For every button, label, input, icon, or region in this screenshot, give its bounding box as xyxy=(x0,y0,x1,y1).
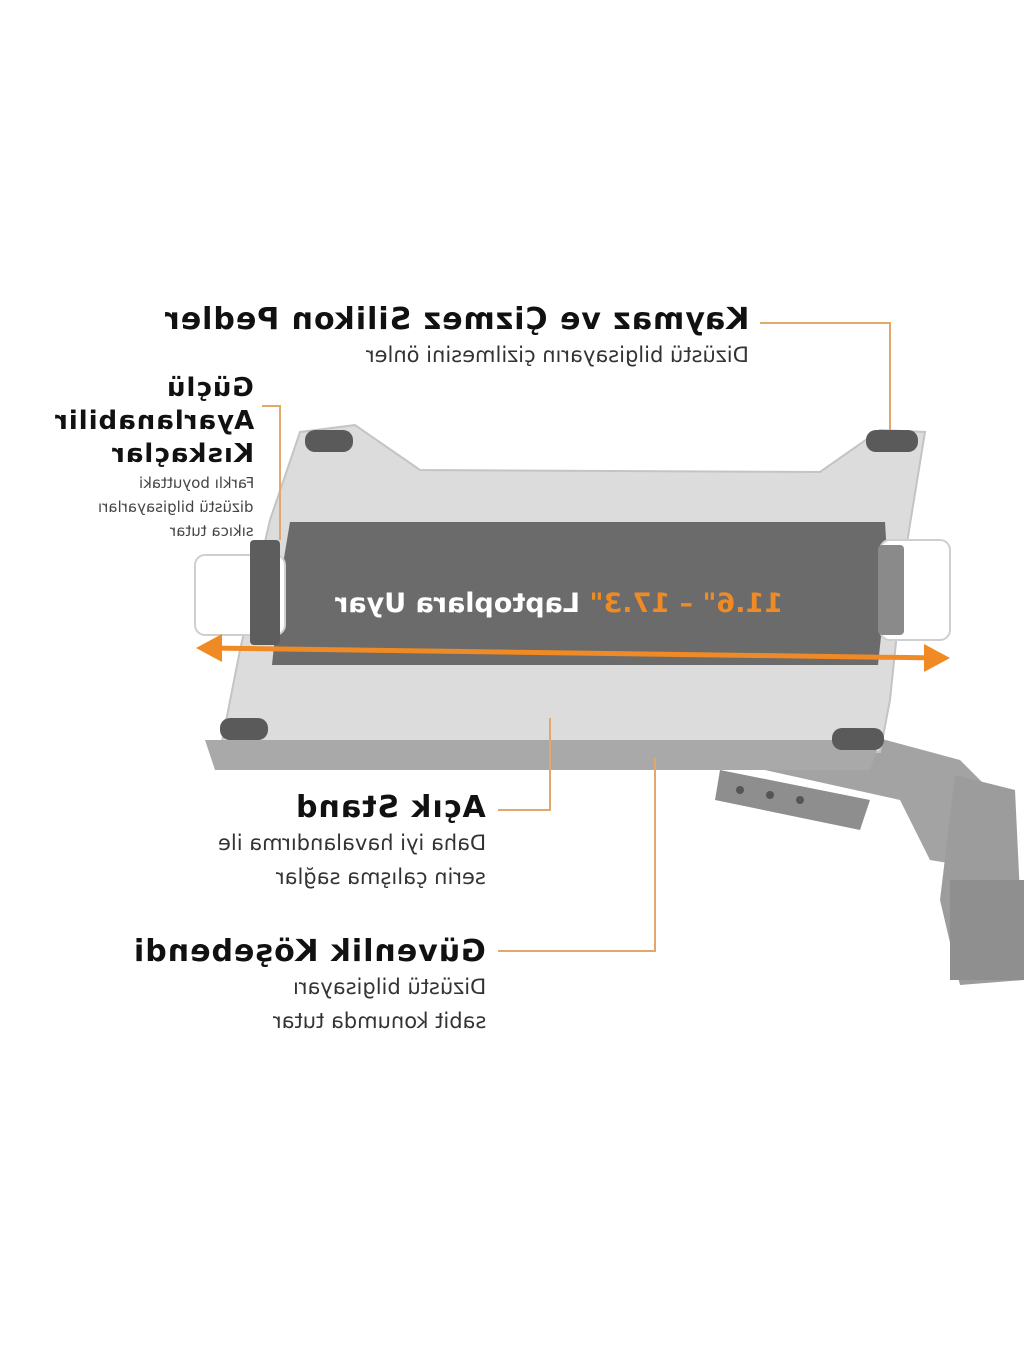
clamps-title-2: Ayarlanabilir xyxy=(53,406,254,436)
silicone-pad-icon xyxy=(305,430,353,452)
double-arrow-icon xyxy=(196,634,950,672)
left-clamp xyxy=(194,540,286,645)
open-stand-callout: Açık Stand Daha iyi havalandırma ile ser… xyxy=(218,790,486,894)
security-lip xyxy=(205,740,880,770)
pads-callout: Kaymaz ve Çizmez Silikon Pedler Dizüstü … xyxy=(164,302,749,372)
open-stand-desc-2: serin çalışma sağlar xyxy=(276,865,486,889)
clamps-desc-3: sıkıca tutar xyxy=(170,522,254,540)
silicone-pad-icon xyxy=(220,718,268,740)
silicone-pad-icon xyxy=(832,728,884,750)
clamps-callout: Güçlü Ayarlanabilir Kıskaçlar Farklı boy… xyxy=(54,372,254,543)
size-range-text: Laptoplara Uyar xyxy=(335,588,581,619)
clamps-desc-2: dizüstü bilgisayarları xyxy=(98,498,254,516)
clamps-title-3: Kıskaçlar xyxy=(110,439,254,469)
security-desc-1: Dizüstü bilgisayarı xyxy=(292,975,486,999)
size-range-value: 11.6" – 17.3" xyxy=(589,588,784,619)
laptop-tray xyxy=(272,522,888,665)
right-clamp xyxy=(878,539,951,641)
silicone-pad-icon xyxy=(866,430,918,452)
callout-lines xyxy=(262,322,891,952)
pads-title: Kaymaz ve Çizmez Silikon Pedler xyxy=(163,302,749,337)
security-title: Güvenlik Köşebendi xyxy=(133,934,486,969)
clamps-title-1: Güçlü xyxy=(166,373,254,403)
open-stand-title: Açık Stand xyxy=(295,790,486,825)
laptop-size-range: 11.6" – 17.3" Laptoplara Uyar xyxy=(335,588,783,619)
security-desc-2: sabit konumda tutar xyxy=(272,1009,486,1033)
pads-desc: Dizüstü bilgisayarın çizilmesini önler xyxy=(366,343,749,367)
security-callout: Güvenlik Köşebendi Dizüstü bilgisayarı s… xyxy=(133,934,486,1038)
open-stand-desc-1: Daha iyi havalandırma ile xyxy=(217,831,486,855)
clamps-desc-1: Farklı boyuttaki xyxy=(138,474,254,492)
